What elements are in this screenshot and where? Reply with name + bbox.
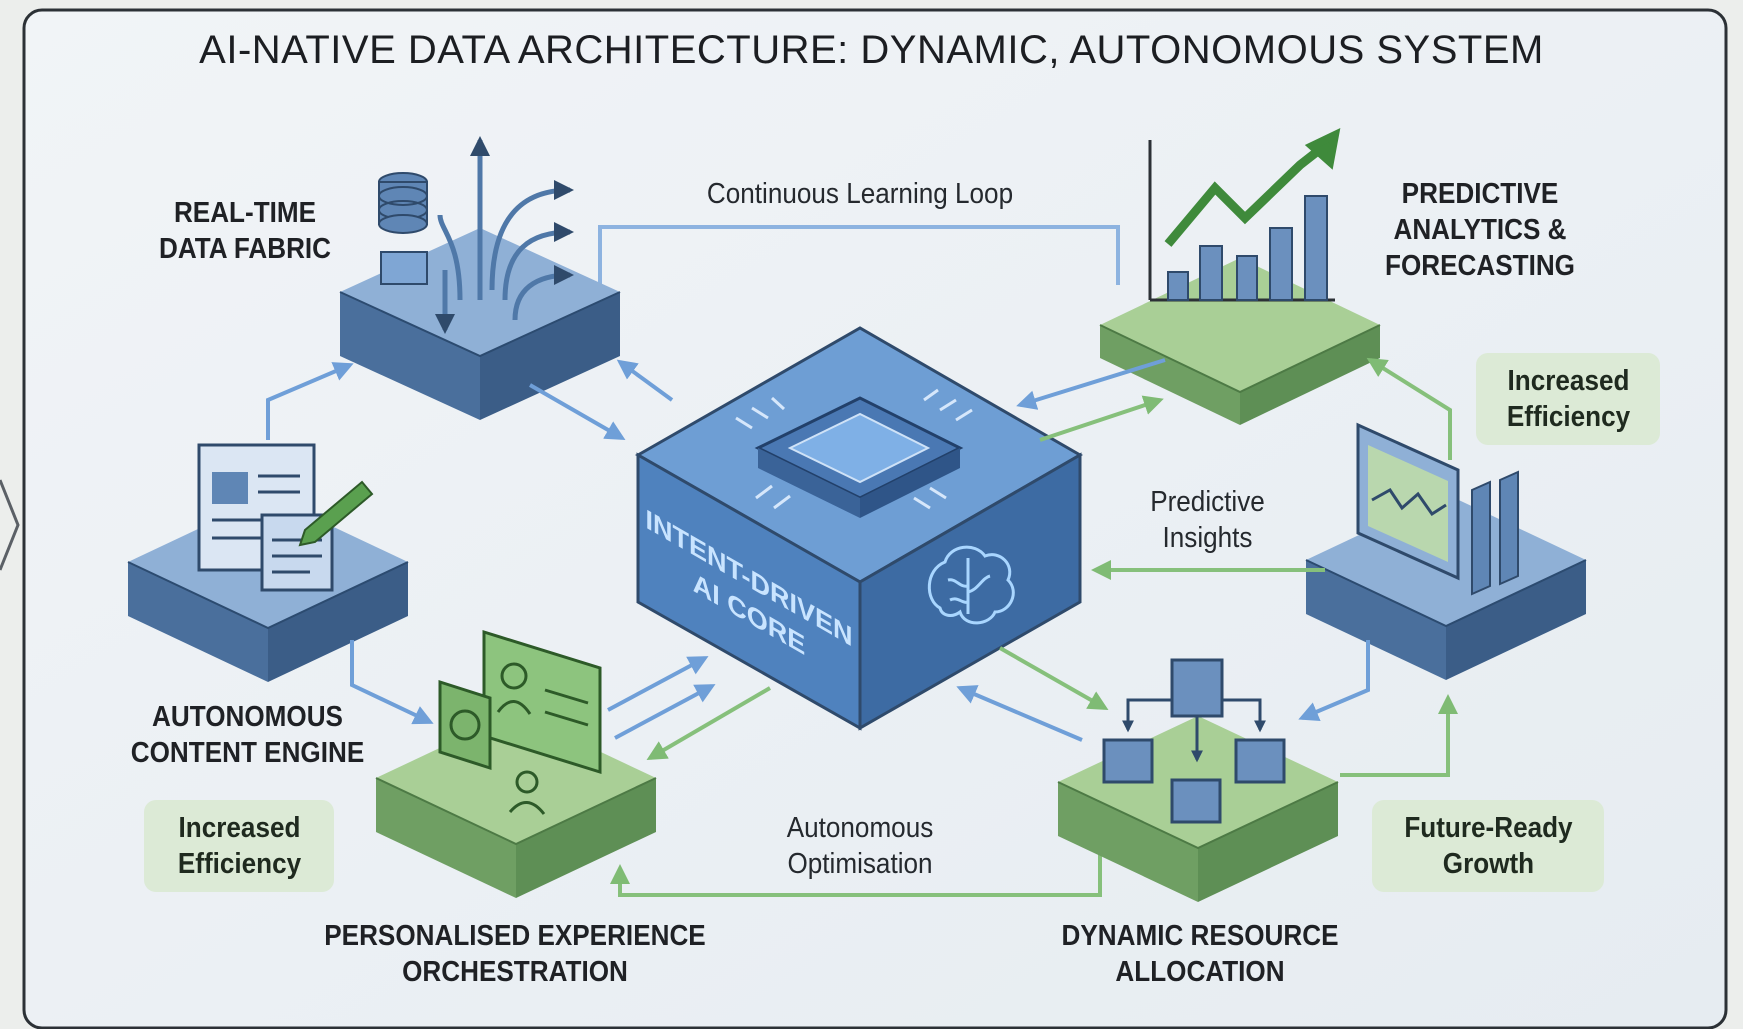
optimisation-loop-line: [610, 852, 1102, 897]
content-engine-label-line2: CONTENT ENGINE: [130, 737, 365, 769]
efficiency-badge-right-line1: Increased: [1507, 365, 1629, 397]
growth-badge-line2: Growth: [1442, 848, 1534, 880]
user-profile-screens-icon: [438, 629, 602, 815]
predictive-label-line2: ANALYTICS &: [1393, 214, 1567, 246]
chip-icon: [735, 388, 973, 518]
predictive-label-line1: PREDICTIVE: [1401, 178, 1559, 210]
content-engine-label: AUTONOMOUS CONTENT ENGINE: [115, 699, 381, 771]
learning-loop-line: [598, 225, 1120, 285]
bar-chart-growth-icon: [1148, 128, 1341, 302]
personalised-label-line2: ORCHESTRATION: [402, 956, 628, 988]
efficiency-badge-left-line2: Efficiency: [177, 848, 301, 880]
document-edit-icon: [197, 443, 374, 592]
data-fabric-label-line2: DATA FABRIC: [158, 233, 332, 265]
efficiency-badge-right-line2: Efficiency: [1506, 401, 1630, 433]
optimisation-label: Autonomous Optimisation: [761, 810, 959, 882]
content-engine-label-line1: AUTONOMOUS: [152, 701, 343, 733]
predictive-label: PREDICTIVE ANALYTICS & FORECASTING: [1363, 176, 1597, 284]
resource-label-line1: DYNAMIC RESOURCE: [1061, 920, 1339, 952]
growth-badge: Future-Ready Growth: [1372, 800, 1604, 892]
left-chevron-icon: [0, 479, 20, 571]
resource-label-line2: ALLOCATION: [1115, 956, 1285, 988]
page-title: AI-NATIVE DATA ARCHITECTURE: DYNAMIC, AU…: [199, 28, 1544, 72]
monitor-chart-icon: [1356, 422, 1519, 596]
efficiency-badge-right: Increased Efficiency: [1476, 353, 1660, 445]
predictive-insights-label: Predictive Insights: [1120, 484, 1296, 556]
optimisation-label-line1: Autonomous: [786, 812, 934, 844]
data-flow-icon: [378, 136, 574, 334]
predictive-insights-line1: Predictive: [1150, 486, 1265, 518]
predictive-insights-line2: Insights: [1162, 522, 1253, 554]
data-fabric-label-line1: REAL-TIME: [173, 197, 317, 229]
brain-icon: [927, 545, 1015, 625]
efficiency-badge-left-line1: Increased: [178, 812, 300, 844]
data-fabric-label: REAL-TIME DATA FABRIC: [142, 195, 349, 267]
growth-badge-line1: Future-Ready: [1403, 812, 1573, 844]
efficiency-badge-left: Increased Efficiency: [144, 800, 334, 892]
resource-blocks-icon: [1102, 658, 1286, 824]
learning-loop-label: Continuous Learning Loop: [706, 178, 1014, 210]
personalised-label-line1: PERSONALISED EXPERIENCE: [324, 920, 706, 952]
personalised-label: PERSONALISED EXPERIENCE ORCHESTRATION: [313, 918, 718, 990]
optimisation-label-line2: Optimisation: [787, 848, 933, 880]
predictive-label-line3: FORECASTING: [1385, 250, 1575, 282]
resource-label: DYNAMIC RESOURCE ALLOCATION: [1047, 918, 1353, 990]
connector-arrows: [266, 357, 1458, 777]
